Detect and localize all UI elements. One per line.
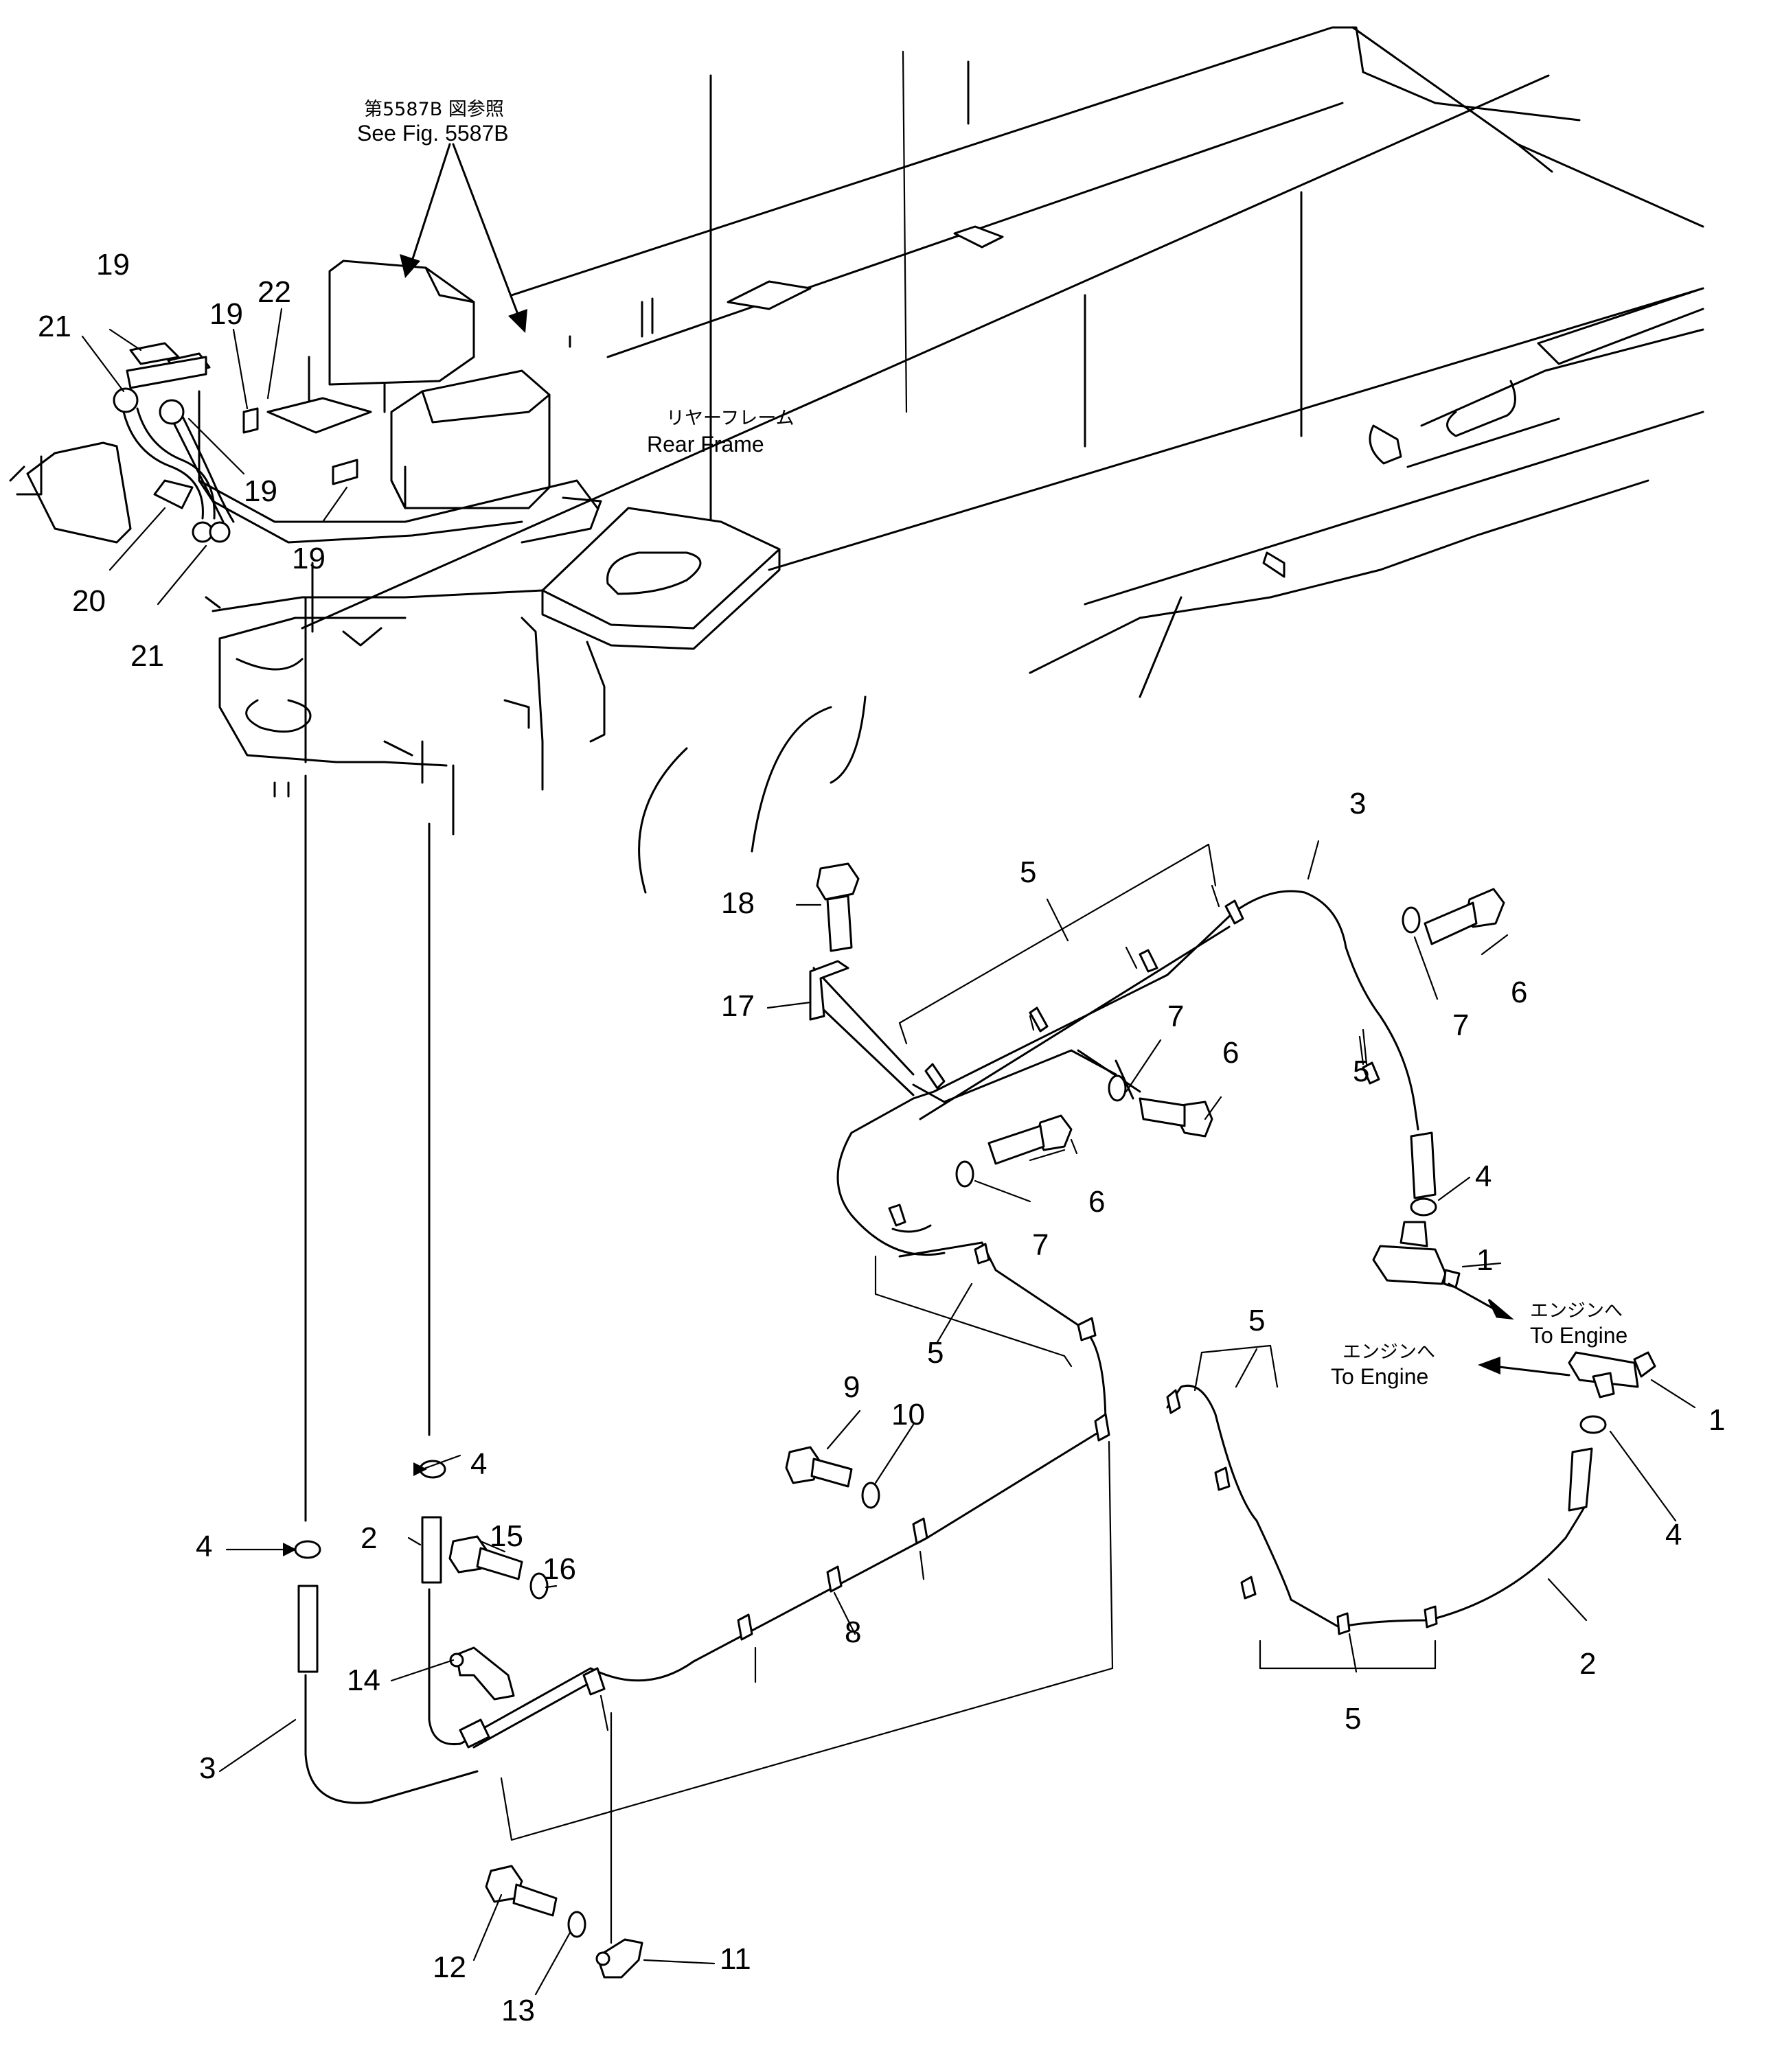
callout-label: 13 bbox=[501, 1994, 535, 2027]
callout-label: 12 bbox=[433, 1950, 466, 1984]
callout-label: 19 bbox=[209, 297, 243, 331]
callout-label: 2 bbox=[361, 1521, 377, 1555]
callout-label: 14 bbox=[347, 1664, 380, 1697]
to-engine-jp: エンジンへ bbox=[1530, 1300, 1623, 1322]
see-fig-jp: 第5587B 図参照 bbox=[364, 99, 504, 120]
callout-label: 4 bbox=[470, 1447, 487, 1481]
callout-label: 9 bbox=[843, 1370, 860, 1404]
callout-label: 19 bbox=[292, 542, 325, 575]
bolt-15 bbox=[448, 1535, 523, 1580]
callout-label: 10 bbox=[891, 1398, 925, 1431]
callout-label: 7 bbox=[1167, 1000, 1184, 1033]
bolt-6 bbox=[987, 1114, 1073, 1165]
to-engine-en: To Engine bbox=[1530, 1323, 1627, 1348]
callout-label: 20 bbox=[72, 584, 106, 618]
callout-numbers: 1 1 2 2 3 3 4 4 4 4 5 5 5 5 5 6 6 6 7 7 … bbox=[38, 248, 1725, 2027]
callout-label: 7 bbox=[1032, 1228, 1049, 1262]
callout-label: 1 bbox=[1476, 1243, 1493, 1277]
callout-label: 7 bbox=[1452, 1009, 1469, 1042]
to-engine-en: To Engine bbox=[1331, 1364, 1428, 1389]
callout-label: 5 bbox=[1020, 855, 1036, 889]
callout-label: 21 bbox=[38, 310, 71, 343]
callout-label: 3 bbox=[1349, 787, 1366, 820]
leader-lines bbox=[81, 143, 1696, 1996]
callout-label: 6 bbox=[1088, 1185, 1105, 1219]
left-tower bbox=[9, 260, 606, 836]
callout-label: 5 bbox=[927, 1336, 944, 1370]
bolt-18 bbox=[816, 862, 860, 952]
elbow-fitting bbox=[1568, 1351, 1656, 1398]
callout-label: 15 bbox=[490, 1519, 523, 1553]
rear-frame-jp: リヤーフレーム bbox=[666, 408, 795, 429]
callout-label: 19 bbox=[244, 474, 277, 508]
callout-label: 17 bbox=[721, 989, 755, 1023]
callout-label: 22 bbox=[258, 275, 291, 309]
rear-frame bbox=[301, 26, 1704, 894]
bolt-9 bbox=[785, 1446, 853, 1488]
callout-label: 4 bbox=[196, 1530, 212, 1563]
callout-label: 6 bbox=[1511, 976, 1527, 1009]
callout-label: 4 bbox=[1475, 1160, 1492, 1193]
callout-label: 11 bbox=[720, 1942, 751, 1976]
callout-label: 5 bbox=[1345, 1702, 1361, 1736]
callout-label: 3 bbox=[199, 1751, 216, 1785]
bolt-6 bbox=[1424, 888, 1505, 945]
rear-frame-en: Rear Frame bbox=[647, 432, 764, 457]
callout-label: 1 bbox=[1709, 1403, 1725, 1437]
callout-label: 4 bbox=[1665, 1518, 1682, 1552]
callout-label: 6 bbox=[1222, 1036, 1239, 1070]
see-fig-en: See Fig. 5587B bbox=[357, 121, 509, 146]
callout-label: 21 bbox=[130, 639, 164, 673]
elbow-fitting bbox=[1372, 1221, 1461, 1289]
callout-label: 8 bbox=[845, 1615, 861, 1649]
bolt-6 bbox=[1139, 1097, 1213, 1138]
callout-label: 2 bbox=[1579, 1647, 1596, 1681]
pipe-assembly bbox=[294, 774, 1656, 1979]
callout-label: 5 bbox=[1353, 1055, 1369, 1088]
callout-label: 18 bbox=[721, 886, 755, 920]
to-engine-jp: エンジンへ bbox=[1342, 1342, 1435, 1363]
callout-label: 5 bbox=[1248, 1304, 1265, 1337]
clamp-group bbox=[459, 899, 1438, 1749]
notes: 第5587B 図参照 See Fig. 5587B リヤーフレーム Rear F… bbox=[357, 99, 1627, 1389]
callout-label: 16 bbox=[542, 1552, 576, 1586]
bolt-12 bbox=[485, 1865, 558, 1917]
callout-label: 19 bbox=[96, 248, 130, 281]
